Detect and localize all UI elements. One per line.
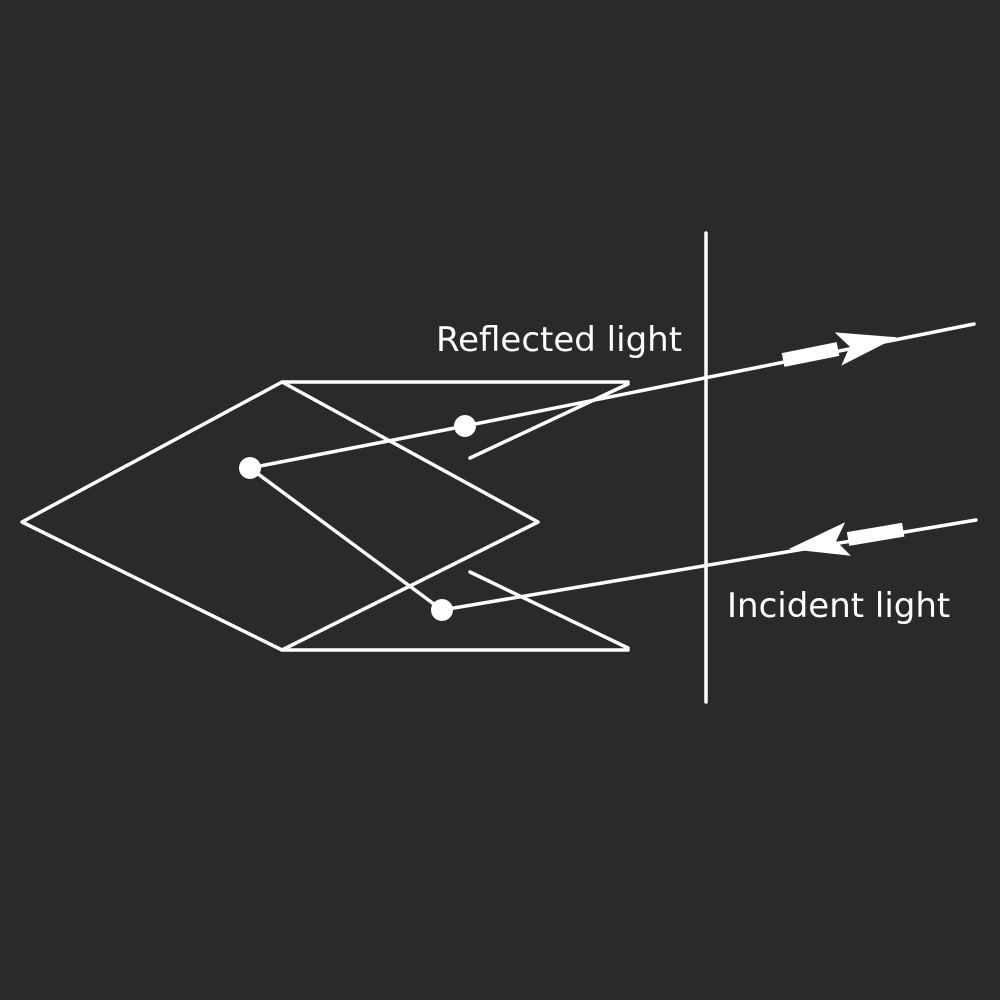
reflected-arrow-icon [781,332,897,367]
prism-top-back-edge [468,382,630,460]
reflected-light-label: Reflected light [436,320,682,360]
prism-outline [20,380,540,652]
incident-light-label: Incident light [727,586,950,626]
reflection-point-bottom [431,599,453,621]
prism-bottom-back-edge [468,570,630,650]
internal-ray-a [248,466,444,612]
reflection-point-left [239,457,261,479]
internal-ray-b [248,424,467,470]
reflection-point-top [454,415,476,437]
incident-arrow-icon [788,522,905,556]
